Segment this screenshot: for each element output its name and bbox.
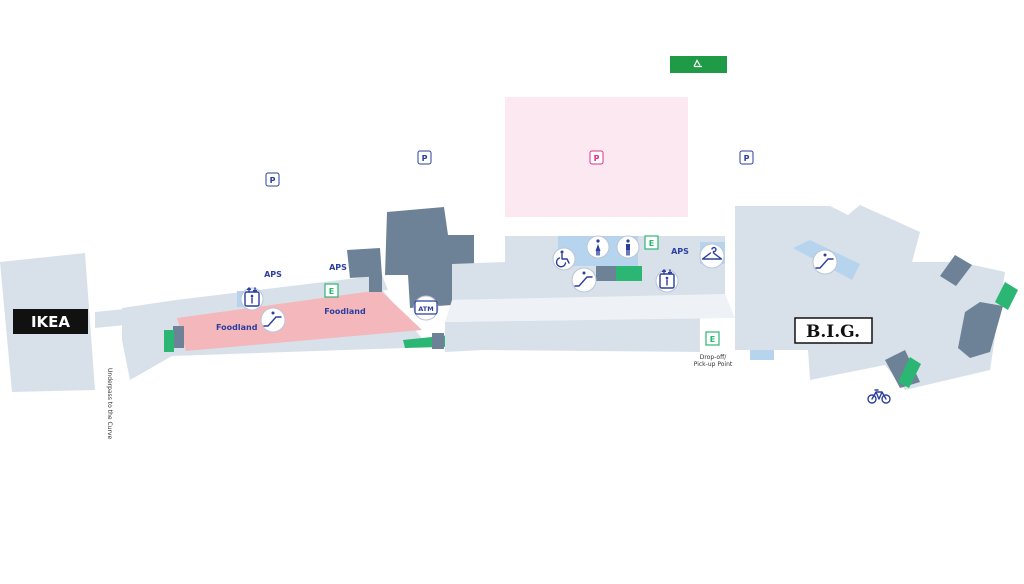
exit-marker-1[interactable]: E: [324, 283, 339, 298]
central-mall-lower: [445, 318, 700, 352]
foodland-store[interactable]: [177, 290, 422, 351]
exit-marker-3[interactable]: E: [705, 331, 720, 346]
bicycle-icon: [867, 389, 891, 404]
ikea-logo-text: IKEA: [31, 313, 70, 331]
female-toilet-icon: [595, 239, 601, 256]
lift-marker-left[interactable]: [240, 287, 264, 311]
parking-icon: P: [270, 176, 276, 185]
bicycle-marker[interactable]: [867, 389, 891, 404]
atm-marker[interactable]: ATM: [413, 295, 439, 321]
dropoff-label-line1: Drop-off/: [700, 354, 728, 361]
female-toilet-marker[interactable]: [586, 235, 610, 259]
exit-icon: E: [710, 335, 715, 344]
big-dark-unit-1: [940, 255, 972, 286]
unit-dark-2: [369, 276, 382, 292]
escalator-marker-mid[interactable]: [571, 267, 597, 293]
foodland-label-left: Foodland: [216, 323, 258, 332]
lift-right: [750, 350, 774, 360]
atm-icon: ATM: [418, 305, 433, 313]
parking-icon: P: [422, 154, 428, 163]
exit-icon: E: [649, 239, 654, 248]
escalator-icon: [263, 311, 282, 327]
underpass-label: Underpass to the Curve: [106, 368, 113, 440]
cloakroom-marker[interactable]: [699, 243, 725, 269]
escalator-marker-right[interactable]: [812, 249, 838, 275]
aps-label-right: APS: [671, 247, 689, 256]
foodland-label-right: Foodland: [324, 307, 366, 316]
escalator-icon: [574, 271, 593, 287]
central-anchor-store[interactable]: [385, 207, 474, 308]
unit-dark-1: [173, 326, 184, 348]
male-toilet-marker[interactable]: [616, 235, 640, 259]
lift-icon: [659, 269, 675, 289]
escalator-marker-left[interactable]: [260, 307, 286, 333]
big-logo: B.I.G.: [794, 317, 873, 344]
male-toilet-icon: [626, 239, 630, 256]
aps-block-mid: [347, 248, 382, 278]
parking-marker-1[interactable]: P: [265, 172, 280, 187]
ikea-connector: [95, 309, 126, 328]
dropoff-label-line2: Pick-up Point: [694, 361, 733, 368]
central-corridor: [445, 294, 735, 322]
parking-icon: P: [744, 154, 750, 163]
big-wing[interactable]: [735, 205, 1005, 390]
unit-green-2: [616, 266, 642, 281]
ikea-logo: IKEA: [13, 309, 88, 334]
exit-marker-2[interactable]: E: [644, 235, 659, 250]
big-green-unit-1: [995, 282, 1018, 310]
parking-marker-4[interactable]: P: [739, 150, 754, 165]
escalator-icon: [815, 253, 834, 269]
accessible-toilet-marker[interactable]: [552, 247, 576, 271]
big-dark-unit-2: [958, 302, 1003, 358]
big-green-unit-2: [898, 357, 921, 388]
parking-marker-3[interactable]: P: [589, 150, 604, 165]
big-logo-text: B.I.G.: [806, 322, 860, 342]
parking-marker-2[interactable]: P: [417, 150, 432, 165]
unit-dark-3: [432, 333, 444, 349]
recycle-point[interactable]: [670, 56, 727, 73]
parking-icon: P: [594, 154, 600, 163]
recycle-icon: [693, 59, 702, 68]
cloakroom-icon: [701, 246, 723, 260]
aps-label-left: APS: [264, 270, 282, 279]
lift-marker-mid[interactable]: [655, 269, 679, 293]
unit-dark-4: [596, 266, 616, 281]
aps-label-mid: APS: [329, 263, 347, 272]
accessible-toilet-icon: [555, 250, 570, 268]
lift-icon: [244, 287, 260, 307]
exit-icon: E: [329, 287, 334, 296]
unit-green-1: [164, 330, 174, 352]
